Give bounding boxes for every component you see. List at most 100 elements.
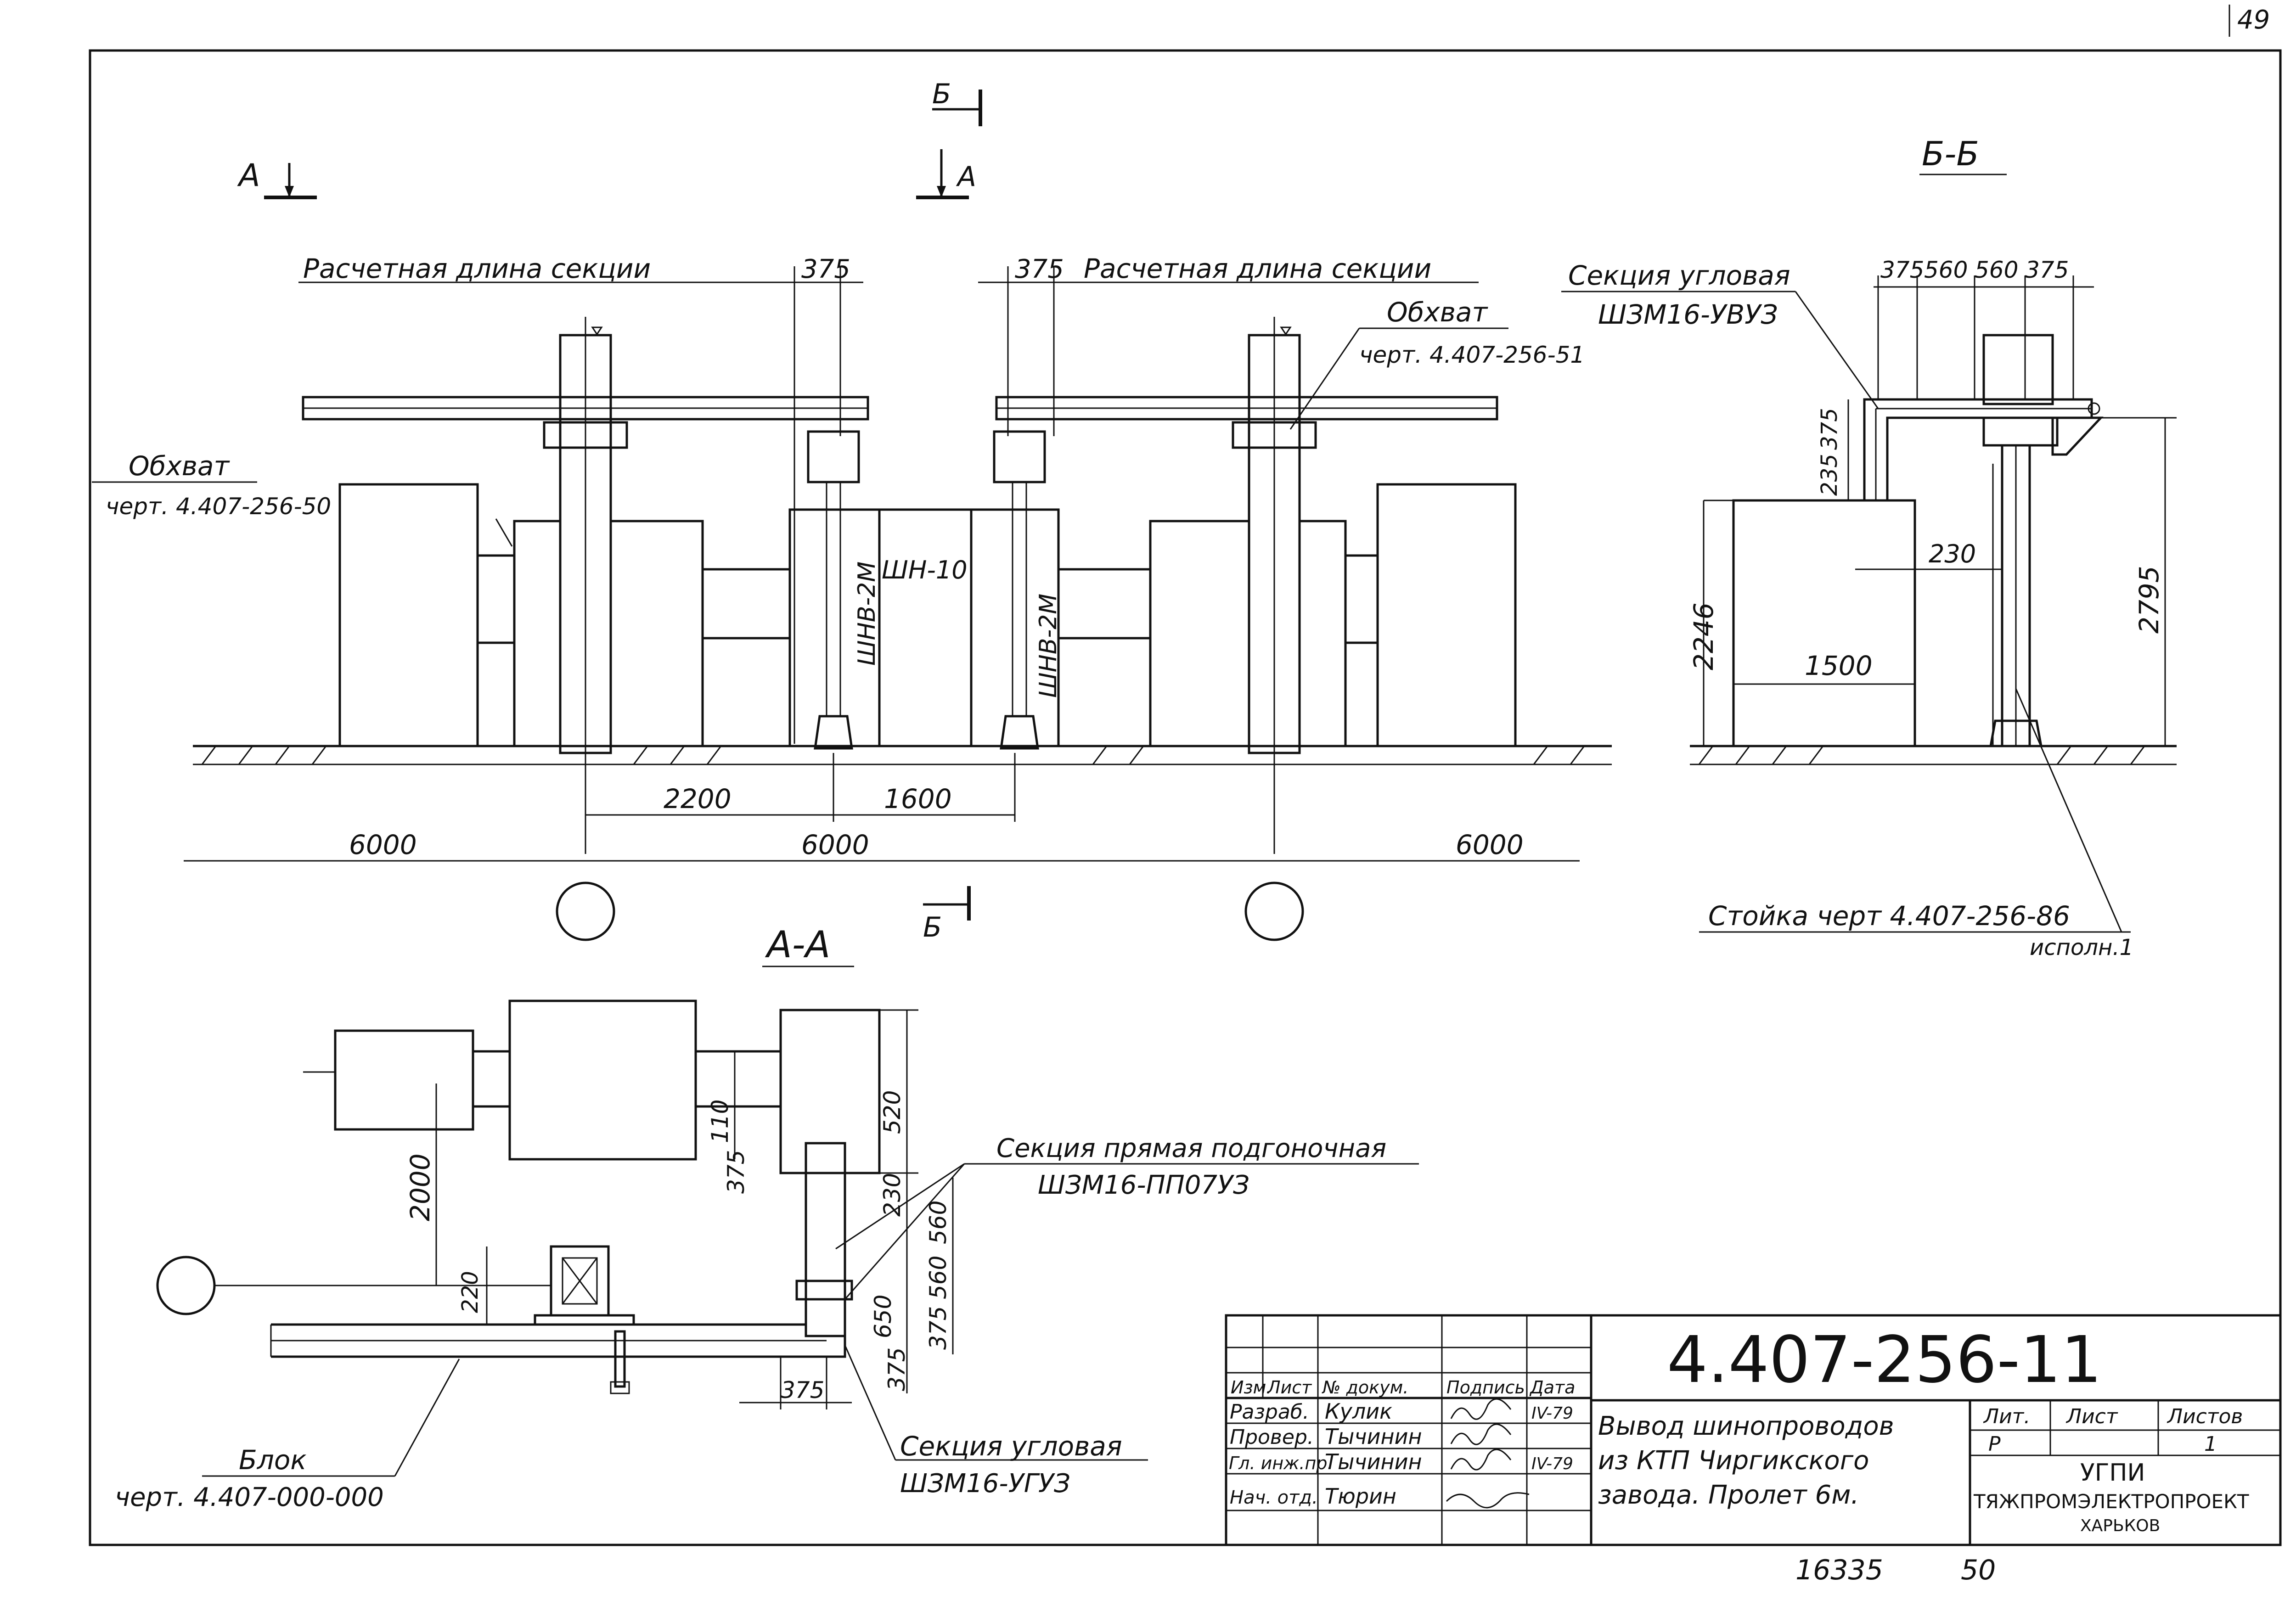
aa-dim-2000: 2000 — [405, 1153, 436, 1221]
aa-grid-axis — [156, 1256, 216, 1315]
dim-span-right: 6000 — [1456, 829, 1524, 860]
tb-org-1: УГПИ — [2080, 1459, 2145, 1487]
tb-name-2: Тычинин — [1325, 1449, 1422, 1474]
tb-name-3: Тюрин — [1325, 1484, 1396, 1509]
section-mark-b-top: Б — [932, 78, 951, 110]
tb-role-0: Разраб. — [1230, 1400, 1309, 1424]
tb-header-1: Лист — [1266, 1377, 1312, 1398]
transformer-left — [609, 520, 704, 747]
label-shnv-right: ШНВ-2М — [1035, 594, 1062, 698]
transformer-right — [1149, 520, 1250, 747]
aa-dim-110: 110 — [707, 1100, 733, 1143]
aa-dim-650: 650 — [870, 1295, 896, 1338]
calc-length-right: Расчетная длина секции — [1084, 253, 1431, 284]
bb-rack-ref: Стойка черт 4.407-256-86 — [1708, 900, 2070, 932]
signature-2 — [1450, 1448, 1512, 1471]
signature-1 — [1450, 1423, 1512, 1445]
signature-3 — [1446, 1492, 1530, 1509]
bb-corner-code: ШЗМ16-УВУЗ — [1598, 299, 1778, 330]
tb-name-0: Кулик — [1325, 1399, 1392, 1424]
tb-header-2: № докум. — [1322, 1377, 1408, 1398]
aa-cabinet-right — [779, 1009, 881, 1174]
clamp-left — [543, 421, 628, 449]
tb-sheets-header: Листов — [2167, 1405, 2243, 1428]
aa-corner-code: ШЗМ16-УГУЗ — [900, 1469, 1070, 1499]
tb-title-1: из КТП Чиргикского — [1598, 1446, 1869, 1476]
bb-dim-230: 230 — [1929, 539, 1976, 568]
tb-date-0: IV-79 — [1531, 1404, 1573, 1423]
aa-straight-code: ШЗМ16-ПП07УЗ — [1038, 1170, 1249, 1200]
page-number: 49 — [2237, 5, 2270, 35]
section-mark-b-bottom: Б — [923, 911, 942, 943]
sheet-frame — [89, 49, 2282, 1546]
cabinet-shn10 — [878, 508, 973, 747]
dim-375-right: 375 — [1015, 254, 1064, 284]
grid-axis-left — [556, 881, 615, 941]
bb-dim-top-1: 560 — [1924, 257, 1968, 283]
bb-cabinet — [1732, 499, 1916, 747]
tb-header-3: Подпись — [1446, 1377, 1525, 1398]
dim-span-left: 6000 — [349, 829, 417, 860]
aa-dim-520: 520 — [879, 1090, 906, 1134]
bb-dim-235: 235 — [1817, 454, 1842, 496]
front-view: А Б А Расчетная длина секции 375 375 Рас… — [92, 78, 1612, 943]
dim-span-mid: 6000 — [801, 829, 869, 860]
tb-sheet-header: Лист — [2065, 1405, 2118, 1428]
aa-dim-230: 230 — [879, 1173, 906, 1217]
aa-cabinet-left — [334, 1029, 474, 1131]
label-shn10: ШН-10 — [882, 556, 968, 584]
bb-dim-2795: 2795 — [2133, 566, 2165, 634]
tb-title-2: завода. Пролет 6м. — [1598, 1480, 1859, 1510]
aa-dim-375-bottom: 375 — [781, 1377, 824, 1404]
section-aa: А-А 2000 110 375 — [115, 923, 1419, 1512]
clamp-left-ref: черт. 4.407-256-50 — [106, 493, 331, 520]
aa-dim-220: 220 — [457, 1271, 483, 1313]
bb-corner-label: Секция угловая — [1568, 260, 1790, 291]
aa-dim-560-b: 560 — [925, 1256, 951, 1299]
tb-role-2: Гл. инж.пр. — [1229, 1453, 1333, 1473]
clamp-right-title: Обхват — [1387, 297, 1488, 328]
section-mark-a-right: А — [956, 161, 976, 193]
tb-title-0: Вывод шинопроводов — [1598, 1411, 1894, 1441]
section-bb: Б-Б Секция угловая ШЗМ16-УВУЗ 375 560 56… — [1561, 135, 2177, 960]
section-aa-title: А-А — [765, 923, 830, 966]
bb-dim-1500: 1500 — [1805, 650, 1873, 681]
signature-0 — [1450, 1398, 1512, 1420]
aa-corner-label: Секция угловая — [900, 1431, 1122, 1462]
tb-org-2: ТЯЖПРОМЭЛЕКТРОПРОЕКТ — [1973, 1490, 2249, 1513]
clamp-right — [1232, 421, 1317, 449]
dim-375-left: 375 — [801, 254, 850, 284]
aa-straight-label: Секция прямая подгоночная — [996, 1134, 1386, 1163]
aa-dim-375-c: 375 — [884, 1347, 910, 1391]
aa-dim-375-a: 375 — [723, 1150, 749, 1194]
calc-length-left: Расчетная длина секции — [303, 253, 651, 284]
aa-busway-vertical — [805, 1142, 846, 1337]
tb-lit-header: Лит. — [1983, 1405, 2030, 1428]
tb-org-3: ХАРЬКОВ — [2080, 1516, 2160, 1535]
aa-transformer — [508, 999, 697, 1161]
section-mark-a-left: А — [237, 157, 260, 194]
title-block: Изм. Лист № докум. Подпись Дата Разраб. … — [1225, 1314, 2282, 1546]
bb-dim-top-2: 560 — [1975, 257, 2018, 283]
aa-dim-375-b: 375 — [925, 1306, 951, 1350]
aa-block-ref: черт. 4.407-000-000 — [115, 1482, 384, 1512]
tb-header-0: Изм. — [1231, 1377, 1272, 1398]
aa-dim-560-a: 560 — [925, 1201, 951, 1244]
section-bb-title: Б-Б — [1922, 135, 1979, 173]
clamp-left-title: Обхват — [129, 450, 230, 482]
tb-name-1: Тычинин — [1325, 1424, 1422, 1449]
tb-date-2: IV-79 — [1531, 1454, 1573, 1473]
bb-rack-variant: исполн.1 — [2030, 935, 2133, 960]
footer-archive-number: 16335 — [1795, 1554, 1883, 1586]
tb-doc-number: 4.407-256-11 — [1667, 1323, 2102, 1398]
grid-axis-right — [1244, 881, 1304, 941]
label-shnv-left: ШНВ-2М — [853, 561, 881, 666]
tb-sheets-value: 1 — [2204, 1432, 2217, 1456]
clamp-right-ref: черт. 4.407-256-51 — [1359, 342, 1585, 368]
tb-lit-value: Р — [1988, 1432, 2001, 1456]
tb-header-4: Дата — [1529, 1377, 1575, 1398]
aa-block-label: Блок — [239, 1444, 306, 1476]
footer-sheet-code: 50 — [1961, 1554, 1996, 1586]
cabinet-1 — [338, 483, 479, 747]
